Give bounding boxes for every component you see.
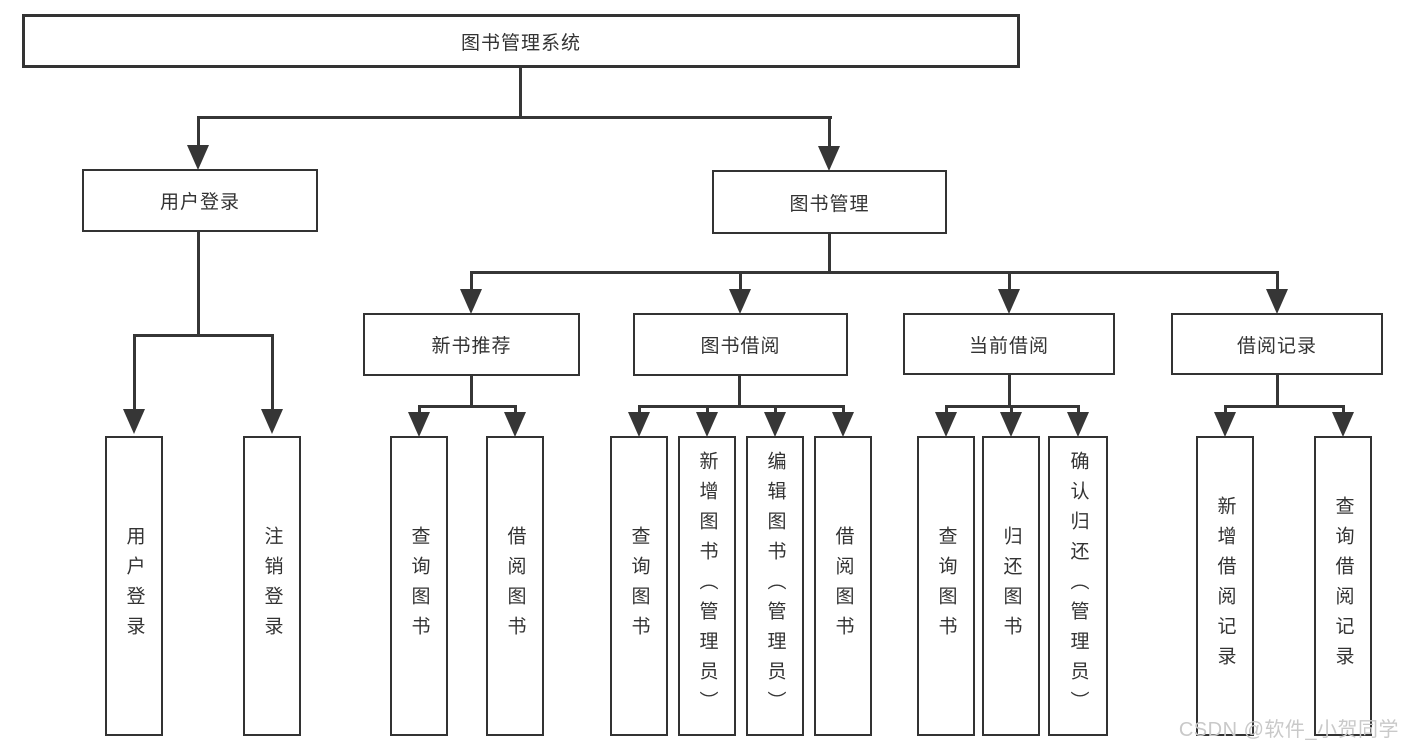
connector-line — [470, 271, 473, 291]
arrow-down-icon — [764, 412, 786, 437]
connector-line — [519, 68, 522, 119]
node-label: 借阅图书 — [504, 526, 526, 646]
watermark: CSDN @软件_小贺同学 — [1178, 719, 1399, 741]
arrow-down-icon — [123, 409, 145, 434]
connector-line — [739, 271, 742, 291]
node-label: 新书推荐 — [431, 336, 512, 357]
node-label: 用户登录 — [159, 192, 240, 213]
node-label: 新增借阅记录 — [1214, 496, 1236, 676]
leaf-records-query-borrow-record: 查询借阅记录 — [1314, 436, 1372, 736]
connector-line — [1008, 271, 1011, 291]
connector-line — [1276, 375, 1279, 408]
node-library-management-system: 图书管理系统 — [22, 14, 1020, 68]
connector-line — [514, 405, 517, 415]
node-book-borrowing: 图书借阅 — [633, 313, 848, 376]
arrow-down-icon — [818, 146, 840, 171]
arrow-down-icon — [1067, 412, 1089, 437]
connector-line — [1224, 405, 1227, 415]
node-label: 图书借阅 — [700, 336, 781, 357]
node-label: 编辑图书（管理员） — [764, 451, 786, 721]
node-book-management: 图书管理 — [712, 170, 947, 234]
leaf-current-return-books: 归还图书 — [982, 436, 1040, 736]
arrow-down-icon — [1266, 289, 1288, 314]
leaf-records-add-borrow-record: 新增借阅记录 — [1196, 436, 1254, 736]
connector-line — [418, 405, 421, 415]
node-label: 图书管理 — [789, 193, 870, 215]
connector-line — [1342, 405, 1345, 415]
connector-line — [842, 405, 845, 415]
leaf-current-query-books: 查询图书 — [917, 436, 975, 736]
node-label: 注销登录 — [261, 526, 283, 646]
connector-line — [1008, 375, 1011, 408]
connector-line — [706, 405, 709, 415]
node-label: 查询图书 — [628, 526, 650, 646]
arrow-down-icon — [1000, 412, 1022, 437]
arrow-down-icon — [998, 289, 1020, 314]
leaf-user-login: 用户登录 — [105, 436, 163, 736]
leaf-recommend-query-books: 查询图书 — [390, 436, 448, 736]
arrow-down-icon — [1332, 412, 1354, 437]
node-user-login: 用户登录 — [82, 169, 318, 232]
arrow-down-icon — [1214, 412, 1236, 437]
connector-line — [828, 234, 831, 274]
connector-line — [1010, 405, 1013, 415]
connector-line — [470, 271, 1279, 274]
node-label: 借阅图书 — [832, 526, 854, 646]
arrow-down-icon — [187, 145, 209, 170]
connector-line — [418, 405, 517, 408]
connector-line — [470, 376, 473, 408]
arrow-down-icon — [460, 289, 482, 314]
node-label: 新增图书（管理员） — [696, 451, 718, 721]
arrow-down-icon — [935, 412, 957, 437]
connector-line — [638, 405, 641, 415]
node-label: 归还图书 — [1000, 526, 1022, 646]
connector-line — [1224, 405, 1345, 408]
arrow-down-icon — [261, 409, 283, 434]
connector-line — [197, 116, 200, 146]
node-label: 用户登录 — [123, 526, 145, 646]
arrow-down-icon — [729, 289, 751, 314]
node-label: 当前借阅 — [968, 335, 1049, 357]
node-current-borrowing: 当前借阅 — [903, 313, 1115, 375]
node-label: 查询图书 — [935, 526, 957, 646]
arrow-down-icon — [628, 412, 650, 437]
node-label: 查询图书 — [408, 526, 430, 646]
leaf-borrowing-edit-books-admin: 编辑图书（管理员） — [746, 436, 804, 736]
connector-line — [774, 405, 777, 415]
node-label: 确认归还（管理员） — [1067, 451, 1089, 721]
leaf-borrowing-query-books: 查询图书 — [610, 436, 668, 736]
connector-line — [738, 376, 741, 408]
leaf-recommend-borrow-books: 借阅图书 — [486, 436, 544, 736]
leaf-borrowing-add-books-admin: 新增图书（管理员） — [678, 436, 736, 736]
connector-line — [945, 405, 948, 415]
arrow-down-icon — [504, 412, 526, 437]
connector-line — [133, 334, 136, 410]
leaf-logout: 注销登录 — [243, 436, 301, 736]
arrow-down-icon — [408, 412, 430, 437]
connector-line — [197, 116, 832, 119]
connector-line — [271, 334, 274, 410]
connector-line — [1077, 405, 1080, 415]
leaf-borrowing-borrow-books: 借阅图书 — [814, 436, 872, 736]
connector-line — [133, 334, 274, 337]
arrow-down-icon — [696, 412, 718, 437]
node-label: 查询借阅记录 — [1332, 496, 1354, 676]
connector-line — [828, 116, 831, 147]
node-label: 图书管理系统 — [460, 32, 581, 54]
leaf-current-confirm-return-admin: 确认归还（管理员） — [1048, 436, 1108, 736]
arrow-down-icon — [832, 412, 854, 437]
node-borrow-records: 借阅记录 — [1171, 313, 1383, 375]
connector-line — [197, 232, 200, 337]
node-new-book-recommendation: 新书推荐 — [363, 313, 580, 376]
connector-line — [638, 405, 844, 408]
node-label: 借阅记录 — [1236, 335, 1317, 357]
connector-line — [1276, 271, 1279, 291]
